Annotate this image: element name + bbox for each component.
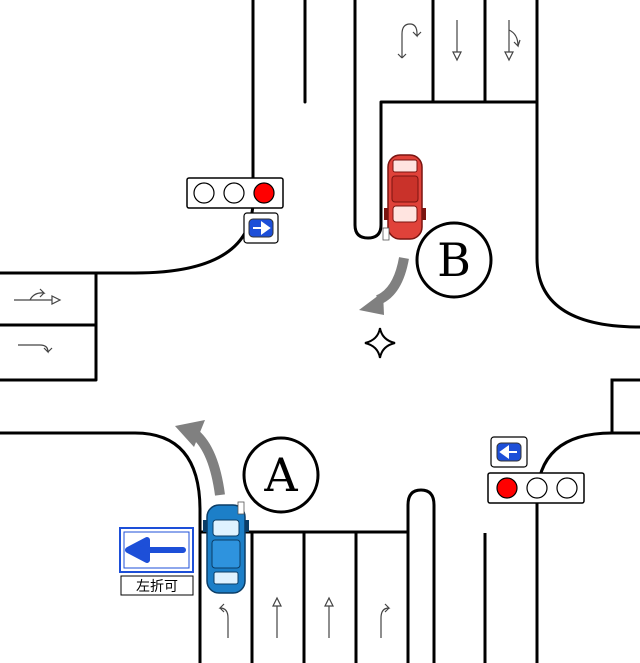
- straight-lane-arrow-icon-1: [272, 596, 282, 638]
- south-lane-arrows: [218, 596, 391, 638]
- west-lane-arrows: [14, 288, 62, 354]
- left-turn-lane-arrow-icon: [218, 603, 229, 638]
- traffic-signal-south-east: [487, 436, 585, 504]
- car-b: [382, 154, 426, 241]
- car-a: [203, 501, 249, 594]
- traffic-signal-north-west: [186, 177, 284, 244]
- car-a-turn-arrowhead: [175, 420, 205, 447]
- red-light: [496, 477, 518, 499]
- right-arrow-signal-icon: [248, 218, 274, 238]
- straight-lane-arrow-icon-2: [324, 596, 334, 638]
- north-lane-arrows: [397, 20, 521, 62]
- label-a-badge: A: [242, 436, 320, 514]
- yellow-light: [526, 477, 548, 499]
- green-light: [193, 182, 215, 204]
- straight-lane-arrow-icon: [452, 20, 462, 62]
- left-turn-permitted-sign: 左折可: [119, 527, 194, 596]
- red-light: [253, 182, 275, 204]
- straight-right-lane-arrow-icon: [504, 20, 521, 62]
- label-b: B: [437, 233, 471, 287]
- left-turn-permitted-text: 左折可: [136, 579, 178, 595]
- label-a: A: [263, 448, 298, 502]
- right-turn-lane-arrow-icon: [18, 344, 53, 354]
- conflict-point-marker: [364, 327, 396, 359]
- uturn-lane-arrow-icon: [397, 23, 422, 59]
- straight-left-lane-arrow-icon: [14, 288, 62, 305]
- left-arrow-signal-icon: [496, 442, 522, 462]
- yellow-light: [223, 182, 245, 204]
- car-b-turn-arrowhead: [359, 292, 384, 315]
- label-b-badge: B: [415, 221, 493, 299]
- right-turn-lane-arrow-icon-south: [380, 603, 391, 638]
- car-a-turn-arrow: [191, 430, 225, 496]
- left-arrow-icon: [125, 537, 186, 563]
- green-light: [556, 477, 578, 499]
